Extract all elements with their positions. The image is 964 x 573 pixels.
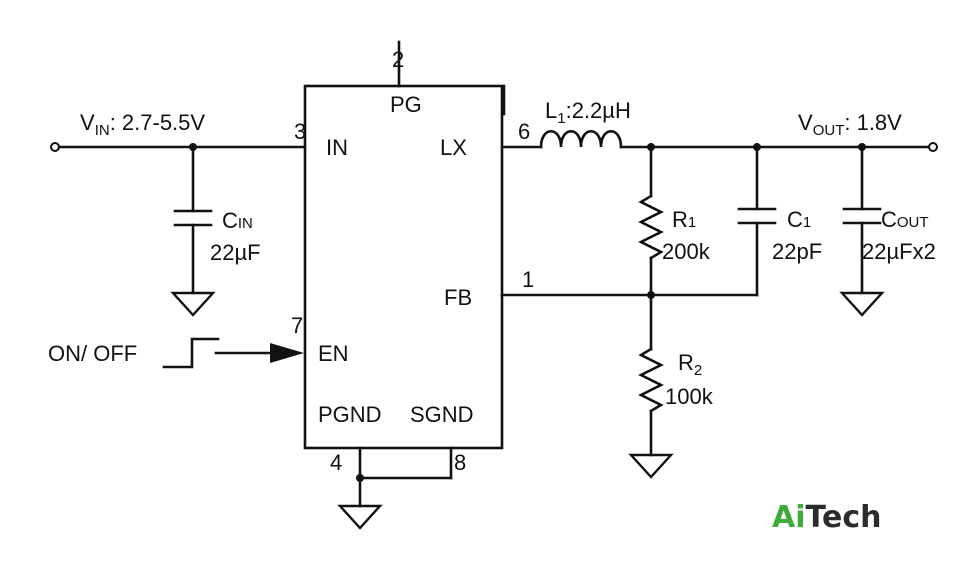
vout-label: VOUT: 1.8V <box>798 110 902 139</box>
r1-resistor <box>638 194 664 260</box>
fb-pin-number: 1 <box>522 267 534 292</box>
in-pin-number: 3 <box>294 119 306 144</box>
vin-label: VIN: 2.7-5.5V <box>80 110 205 139</box>
pg-pin-name: PG <box>390 92 422 117</box>
en-arrow-icon <box>270 343 304 363</box>
r2-label: R2 <box>678 350 702 379</box>
fb-pin-name: FB <box>444 285 472 310</box>
cin-value: 22µF <box>210 240 261 265</box>
sgnd-pin-number: 8 <box>454 450 466 475</box>
in-pin-name: IN <box>326 135 348 160</box>
cout-value: 22µFx2 <box>862 239 936 264</box>
ic-ground-icon <box>337 504 383 530</box>
r1-value: 200k <box>662 239 711 264</box>
aitech-logo: AiTech <box>772 500 881 535</box>
cout-ground-icon <box>839 291 885 317</box>
r2-value: 100k <box>665 384 714 409</box>
pgnd-pin-name: PGND <box>318 402 382 427</box>
pg-pin-number: 2 <box>392 47 404 72</box>
l1-inductor-coil <box>539 129 623 149</box>
on-off-label: ON/ OFF <box>48 341 137 366</box>
lx-pin-number: 6 <box>518 119 530 144</box>
r1-label: R1 <box>672 207 696 232</box>
cout-label: COUT <box>881 207 929 232</box>
r2-ground-icon <box>628 453 674 479</box>
pgnd-pin-number: 4 <box>330 450 342 475</box>
en-pin-name: EN <box>318 341 349 366</box>
ic-body <box>303 84 504 450</box>
en-pin-number: 7 <box>291 313 303 338</box>
on-off-step-icon <box>162 337 220 369</box>
c1-label: C1 <box>787 207 811 232</box>
l1-label: L1:2.2µH <box>545 98 631 127</box>
cin-ground-icon <box>170 291 216 317</box>
vout-terminal <box>928 142 938 152</box>
r2-resistor <box>638 347 664 413</box>
sgnd-pin-name: SGND <box>410 402 474 427</box>
cin-label: CIN <box>222 208 253 233</box>
c1-value: 22pF <box>772 239 822 264</box>
lx-pin-name: LX <box>440 135 467 160</box>
